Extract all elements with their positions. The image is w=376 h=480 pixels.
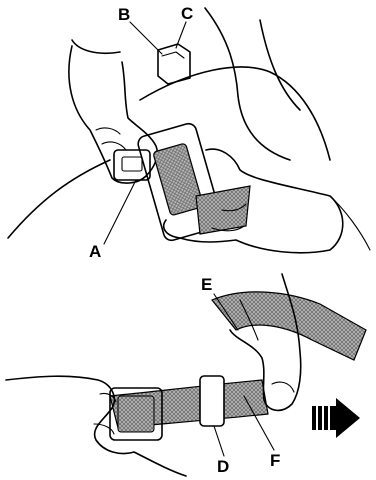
seat-outline bbox=[8, 160, 110, 238]
callout-c: C bbox=[181, 5, 193, 22]
arrow-right-icon bbox=[312, 398, 360, 438]
callout-f: F bbox=[270, 452, 280, 469]
callout-b: B bbox=[118, 6, 130, 23]
top-panel bbox=[8, 8, 370, 253]
belt-slider-d bbox=[200, 376, 224, 426]
callout-d: D bbox=[217, 458, 229, 475]
left-sleeve bbox=[72, 40, 120, 53]
lap-outline bbox=[140, 67, 330, 160]
bottom-panel bbox=[6, 274, 366, 476]
callout-a: A bbox=[89, 243, 101, 260]
callout-e: E bbox=[201, 276, 212, 293]
torso-outline bbox=[205, 8, 290, 160]
